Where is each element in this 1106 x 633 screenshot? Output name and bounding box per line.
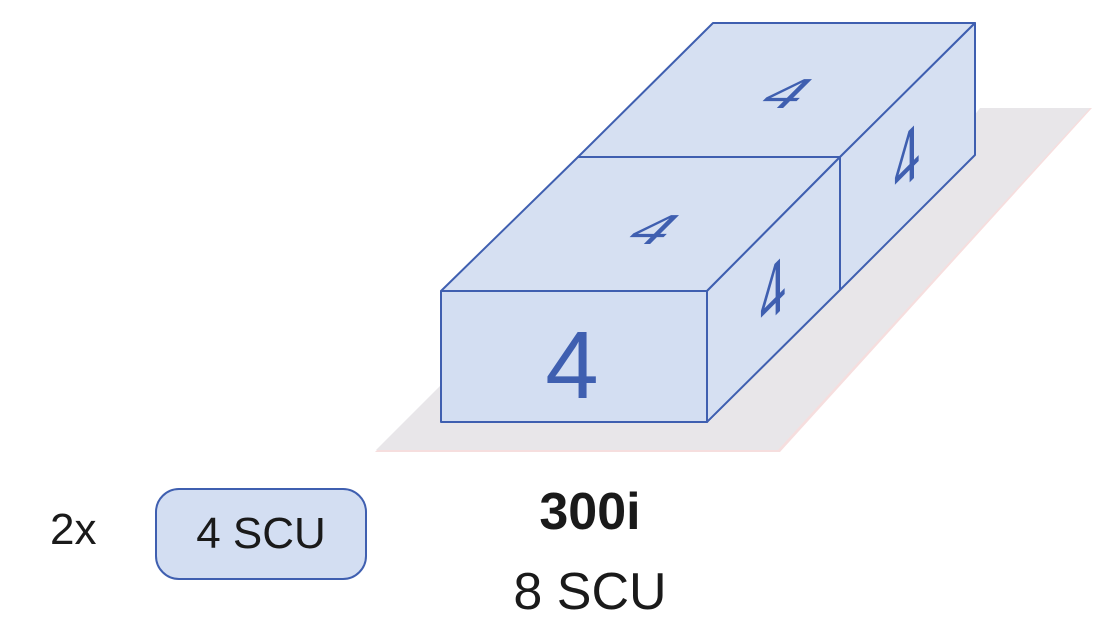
- ship-capacity: 8 SCU: [513, 563, 667, 621]
- ship-name: 300i: [539, 483, 641, 541]
- container-size-badge: 4 SCU: [155, 488, 367, 580]
- front-face-label: 4: [545, 312, 598, 419]
- container-multiplier: 2x: [50, 505, 97, 554]
- container-size-label: 4 SCU: [196, 509, 326, 558]
- cargo-floor-shadow: [376, 108, 1090, 450]
- front-container-front-face: [440, 290, 708, 423]
